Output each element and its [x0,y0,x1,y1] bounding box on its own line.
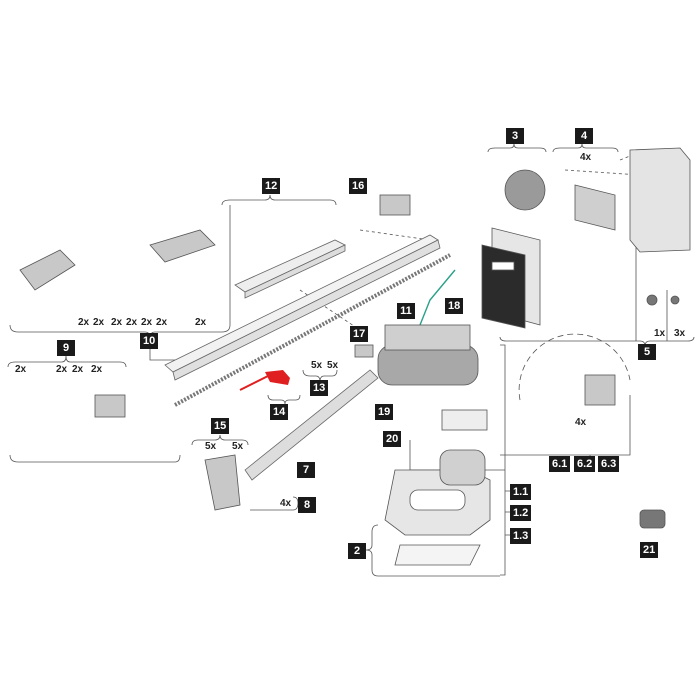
part-14-red [265,370,290,385]
qty-6: 4x [575,417,587,428]
bracket-3 [487,143,547,153]
label-15: 15 [211,418,230,434]
qty-15-1: 5x [205,441,217,452]
qty-9-3: 2x [72,364,84,375]
label-6-3: 6.3 [598,456,620,472]
label-19: 19 [375,404,394,420]
bracket-14 [267,394,301,405]
qty-13-2: 5x [327,360,339,371]
label-2: 2 [348,543,366,559]
qty-10-1: 2x [78,317,90,328]
label-3: 3 [506,128,524,144]
label-1-2: 1.2 [510,505,532,521]
label-12: 12 [262,178,281,194]
label-1-3: 1.3 [510,528,532,544]
qty-9-2: 2x [56,364,68,375]
label-18: 18 [445,298,464,314]
qty-13-1: 5x [311,360,323,371]
label-21: 21 [640,542,659,558]
bracket-15 [191,434,249,446]
qty-4: 4x [580,152,592,163]
label-1-1: 1.1 [510,484,532,500]
control-housing [481,147,691,329]
label-11: 11 [397,303,415,319]
qty-5-2: 3x [674,328,686,339]
label-8: 8 [298,497,316,513]
label-14: 14 [270,404,289,420]
bracket-9 [7,355,127,368]
qty-10-3: 2x [111,317,123,328]
rail-10 [164,234,441,381]
qty-9-4: 2x [91,364,103,375]
label-6-1: 6.1 [549,456,571,472]
bracket-12 [221,194,337,206]
label-13: 13 [310,380,329,396]
small-parts [19,194,666,529]
qty-15-2: 5x [232,441,244,452]
label-9: 9 [57,340,75,356]
qty-10-7: 2x [195,317,207,328]
label-20: 20 [383,431,402,447]
qty-10-5: 2x [141,317,153,328]
drive-unit [377,324,491,566]
bracket-4 [552,143,619,153]
label-10: 10 [140,333,159,349]
qty-10-6: 2x [156,317,168,328]
qty-9-1: 2x [15,364,27,375]
bracket-9-bottom [9,454,181,463]
bracket-2 [365,524,500,577]
label-16: 16 [349,178,368,194]
qty-5-1: 1x [654,328,666,339]
qty-10-4: 2x [126,317,138,328]
label-4: 4 [575,128,593,144]
label-5: 5 [638,344,656,360]
rail-12 [234,239,346,299]
cable-18 [417,269,456,331]
label-7: 7 [297,462,315,478]
label-6-2: 6.2 [574,456,596,472]
qty-8: 4x [280,498,292,509]
bar-7 [244,369,379,481]
label-17: 17 [350,326,369,342]
qty-10-2: 2x [93,317,105,328]
cover-panel [481,244,526,329]
dashed-circle-6 [518,333,631,401]
